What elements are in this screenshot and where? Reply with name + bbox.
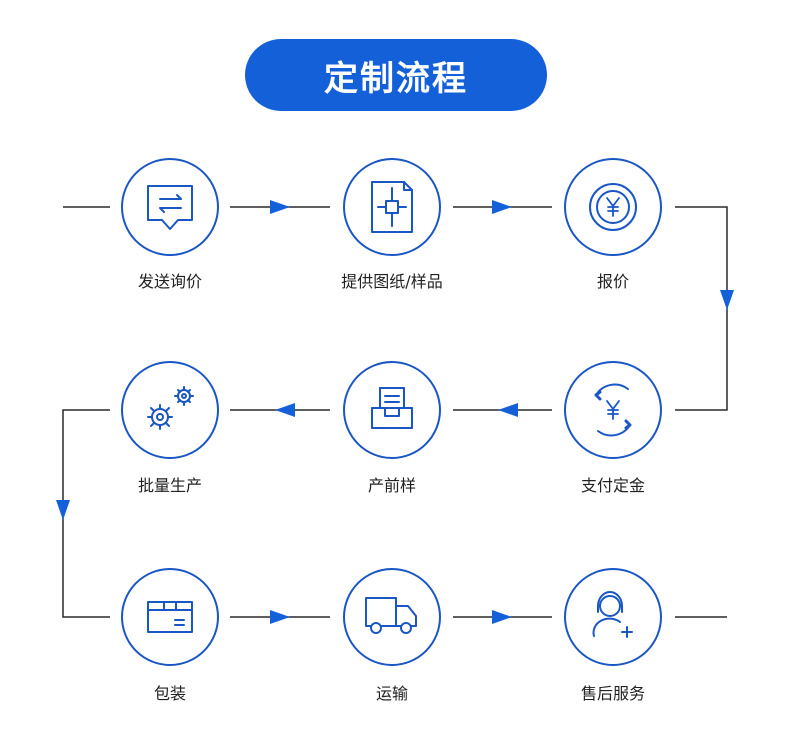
step-label-pre-production-sample: 产前样 <box>367 476 416 495</box>
yen-coin-icon <box>589 183 637 231</box>
arrow-right-4 <box>492 610 512 624</box>
step-label-quotation: 报价 <box>596 272 629 291</box>
step-circle-2 <box>343 158 441 256</box>
arrow-right-2 <box>492 200 512 214</box>
page-title: 定制流程 <box>324 58 468 99</box>
gears-icon <box>147 386 194 430</box>
arrow-down-right <box>720 290 734 310</box>
step-circle-7 <box>121 568 219 666</box>
step-label-packaging: 包装 <box>153 684 186 703</box>
package-box-icon <box>147 601 193 633</box>
arrow-left-1 <box>498 403 518 417</box>
delivery-truck-icon <box>365 597 417 634</box>
arrow-down-left <box>56 500 70 520</box>
inbox-tray-icon <box>371 387 413 429</box>
arrow-right-3 <box>270 610 290 624</box>
chat-message-icon <box>147 185 193 230</box>
blueprint-icon <box>371 181 413 233</box>
step-label-mass-production: 批量生产 <box>137 476 202 495</box>
step-circle-8 <box>343 568 441 666</box>
yen-refresh-icon <box>594 383 632 437</box>
step-circle-5 <box>343 361 441 459</box>
step-label-shipping: 运输 <box>375 684 408 703</box>
step-label-send-inquiry: 发送询价 <box>137 272 202 291</box>
customer-service-icon <box>592 591 633 638</box>
step-circle-6 <box>121 361 219 459</box>
step-circle-9 <box>564 568 662 666</box>
left-turn-line <box>62 409 110 618</box>
step-label-after-sales: 售后服务 <box>580 684 645 703</box>
arrow-left-2 <box>275 403 295 417</box>
arrowheads <box>56 200 734 624</box>
right-turn-line <box>675 206 728 411</box>
step-label-pay-deposit: 支付定金 <box>580 476 645 495</box>
step-label-provide-drawings: 提供图纸/样品 <box>341 272 443 291</box>
title-banner: 定制流程 <box>245 39 547 111</box>
arrow-right-1 <box>270 200 290 214</box>
